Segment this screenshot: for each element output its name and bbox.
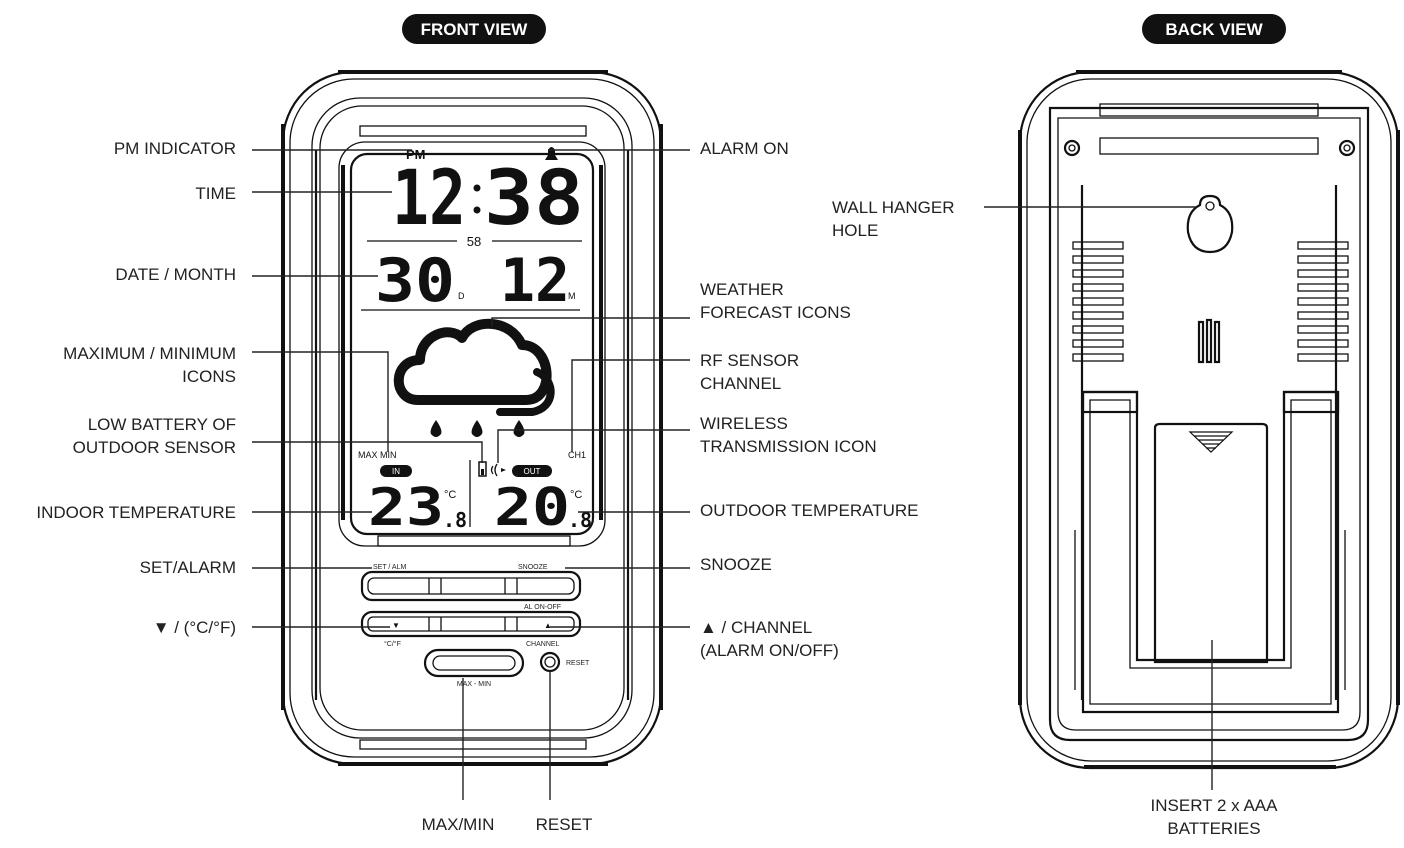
svg-text:AL ON-OFF: AL ON-OFF: [524, 604, 561, 611]
screw-right: [1338, 139, 1356, 157]
label-wireless-1: WIRELESS: [700, 414, 788, 433]
label-alarm-on: ALARM ON: [700, 139, 789, 158]
label-reset: RESET: [536, 815, 593, 834]
bottom-labels: MAX/MIN RESET: [422, 815, 593, 834]
time-seconds: 58: [467, 234, 481, 249]
battery-compartment: [1074, 390, 1346, 714]
label-pm-indicator: PM INDICATOR: [114, 139, 236, 158]
rf-channel-icon: CH1: [568, 450, 586, 460]
time-hours: 12: [392, 153, 466, 242]
label-batteries-1: INSERT 2 x AAA: [1151, 796, 1279, 815]
colon-top: [473, 184, 481, 192]
label-batteries-2: BATTERIES: [1167, 819, 1260, 838]
max-min-icon: MAX MIN: [358, 450, 397, 460]
svg-text:CHANNEL: CHANNEL: [526, 641, 560, 648]
label-wall-hanger-2: HOLE: [832, 221, 878, 240]
max-min-button: [423, 648, 525, 678]
label-weather-1: WEATHER: [700, 280, 784, 299]
front-view-title: FRONT VIEW: [402, 14, 546, 44]
svg-text:SET / ALM: SET / ALM: [373, 564, 406, 571]
label-weather-2: FORECAST ICONS: [700, 303, 851, 322]
reset-button: [539, 651, 561, 673]
label-rf-1: RF SENSOR: [700, 351, 799, 370]
date-day: 30: [375, 246, 455, 316]
lcd-display: PM 12 38 58 30 D 12 M MAX MIN CH1 IN OUT: [358, 147, 592, 538]
label-wall-hanger-1: WALL HANGER: [832, 198, 955, 217]
weather-forecast-cloud-icon: [393, 318, 555, 416]
center-slots: [1197, 318, 1221, 364]
label-up-channel-1: ▲ / CHANNEL: [700, 618, 812, 637]
label-max-min: MAX/MIN: [422, 815, 495, 834]
back-labels: WALL HANGER HOLE INSERT 2 x AAA BATTERIE…: [832, 198, 1278, 838]
label-max-min-1: MAXIMUM / MINIMUM: [63, 344, 236, 363]
down-up-bar: [360, 610, 582, 638]
svg-text:MAX - MIN: MAX - MIN: [457, 681, 491, 688]
label-max-min-2: ICONS: [182, 367, 236, 386]
month-unit: M: [568, 291, 576, 301]
label-set-alarm: SET/ALARM: [140, 558, 236, 577]
front-buttons: SET / ALM SNOOZE AL ON-OFF ▼ ▲ °C/°F CHA…: [360, 564, 590, 688]
wireless-transmission-icon: [490, 463, 506, 477]
label-down-unit: ▼ / (°C/°F): [153, 618, 236, 637]
rain-drops-icon: [430, 420, 525, 437]
label-indoor-temperature: INDOOR TEMPERATURE: [36, 503, 236, 522]
label-low-battery-1: LOW BATTERY OF: [88, 415, 236, 434]
svg-text:SNOOZE: SNOOZE: [518, 564, 548, 571]
label-outdoor-temperature: OUTDOOR TEMPERATURE: [700, 501, 919, 520]
right-labels: ALARM ON WEATHER FORECAST ICONS RF SENSO…: [700, 139, 919, 660]
outdoor-unit: °C: [570, 489, 582, 501]
down-button-glyph: ▼: [392, 621, 400, 630]
date-month: 12: [500, 246, 570, 316]
label-time: TIME: [195, 184, 236, 203]
vent-grille-right: [1297, 241, 1349, 362]
label-rf-2: CHANNEL: [700, 374, 781, 393]
date-unit: D: [458, 291, 465, 301]
in-badge: IN: [392, 467, 400, 476]
screw-left: [1063, 139, 1081, 157]
label-date-month: DATE / MONTH: [115, 265, 236, 284]
front-device-body: [281, 70, 663, 766]
outdoor-temperature: 20: [494, 478, 570, 538]
vent-grille-left: [1072, 241, 1124, 362]
svg-text:RESET: RESET: [566, 660, 590, 667]
time-minutes: 38: [484, 153, 584, 242]
back-device-body: [1018, 70, 1400, 770]
indoor-decimal: .8: [443, 508, 467, 532]
svg-text:FRONT VIEW: FRONT VIEW: [421, 20, 529, 39]
left-labels: PM INDICATOR TIME DATE / MONTH MAXIMUM /…: [36, 139, 236, 637]
pm-indicator: PM: [406, 147, 426, 162]
label-up-channel-2: (ALARM ON/OFF): [700, 641, 839, 660]
back-view-title: BACK VIEW: [1142, 14, 1286, 44]
colon-bottom: [473, 206, 481, 214]
svg-text:°C/°F: °C/°F: [384, 640, 401, 648]
out-badge: OUT: [524, 467, 541, 476]
label-wireless-2: TRANSMISSION ICON: [700, 437, 877, 456]
wall-hanger-hole-icon: [1186, 194, 1234, 254]
set-alarm-snooze-bar: [360, 570, 582, 602]
indoor-unit: °C: [444, 489, 456, 501]
leader-lines: [252, 149, 1213, 800]
indoor-temperature: 23: [368, 478, 444, 538]
svg-text:BACK VIEW: BACK VIEW: [1165, 20, 1263, 39]
label-snooze: SNOOZE: [700, 555, 772, 574]
up-button-glyph: ▲: [544, 621, 552, 630]
label-low-battery-2: OUTDOOR SENSOR: [73, 438, 236, 457]
battery-cover: [1153, 422, 1269, 664]
